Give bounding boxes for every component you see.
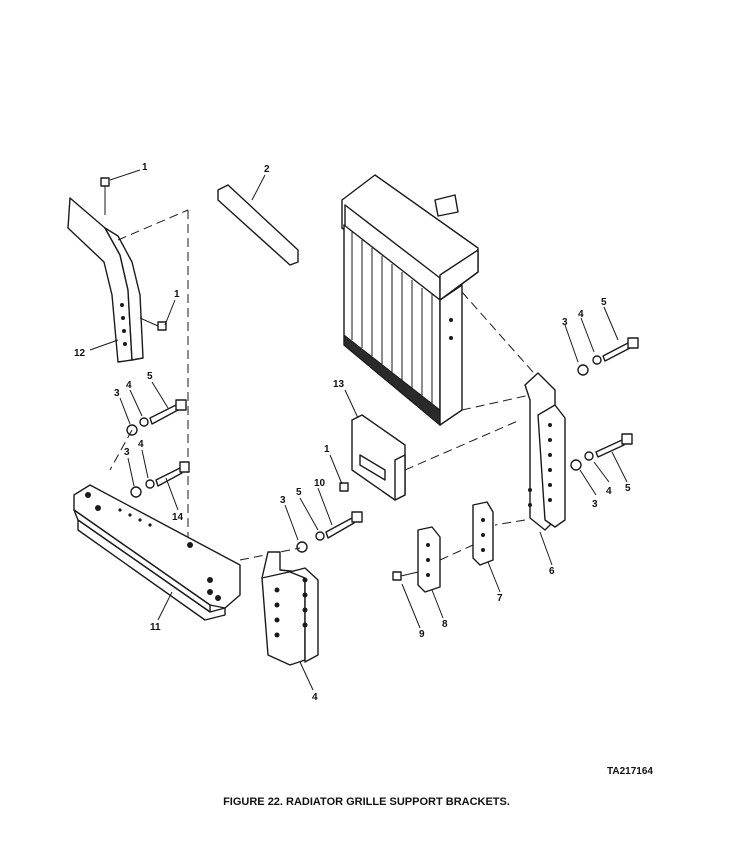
- callout-4c: 5: [296, 487, 302, 498]
- callout-11: 11: [150, 622, 161, 633]
- callout-8: 8: [442, 619, 448, 630]
- callout-6: 6: [549, 566, 555, 577]
- hardware-right-upper: [577, 337, 639, 376]
- callout-5b: 10: [314, 478, 326, 489]
- callout-12: 12: [74, 348, 86, 359]
- hardware-left-lower: [130, 461, 190, 498]
- callout-5a: 5: [147, 371, 153, 382]
- callout-4e: 4: [606, 486, 612, 497]
- part-13-block: [339, 414, 521, 501]
- callout-labels: 1 2 12 1 3 4 5 3 4 14 11 13 1 3 5 10 4 3…: [74, 162, 631, 703]
- radiator-fins: [351, 232, 433, 410]
- callout-3b: 3: [124, 447, 130, 458]
- callout-4b: 4: [138, 439, 144, 450]
- callout-3e: 3: [592, 499, 598, 510]
- part-11-bracket: [73, 484, 241, 621]
- part-6-bracket: [494, 372, 566, 531]
- callout-9: 9: [419, 629, 425, 640]
- part-7-plate: [472, 501, 494, 566]
- radiator-assembly: [341, 174, 541, 427]
- callout-4d: 4: [578, 309, 584, 320]
- callout-10: 4: [312, 692, 318, 703]
- callout-3d: 3: [562, 317, 568, 328]
- hardware-center: [239, 511, 363, 561]
- callout-7: 7: [497, 593, 503, 604]
- hardware-left-upper: [109, 399, 187, 471]
- hardware-right-lower: [570, 433, 633, 471]
- callout-3a: 3: [114, 388, 120, 399]
- callout-13: 13: [333, 379, 345, 390]
- part-2-strip: [217, 184, 299, 266]
- part-12-bracket: [67, 197, 189, 545]
- callout-1a: 1: [142, 162, 148, 173]
- part-8-plate: [417, 526, 474, 593]
- callout-4a: 4: [126, 380, 132, 391]
- callout-5d: 5: [625, 483, 631, 494]
- callout-1c: 1: [324, 444, 330, 455]
- callout-1b: 1: [174, 289, 180, 300]
- callout-leaders: [89, 169, 628, 691]
- part-10-bracket: [261, 551, 319, 666]
- part-1-screw-mid: [139, 317, 167, 331]
- callout-3c: 3: [280, 495, 286, 506]
- part-9-screw: [392, 571, 419, 581]
- figure-caption: FIGURE 22. RADIATOR GRILLE SUPPORT BRACK…: [223, 796, 510, 808]
- drawing-id: TA217164: [607, 766, 653, 777]
- callout-2: 2: [264, 164, 270, 175]
- part-1-screw-top: [100, 177, 110, 215]
- callout-14: 14: [172, 512, 184, 523]
- callout-5c: 5: [601, 297, 607, 308]
